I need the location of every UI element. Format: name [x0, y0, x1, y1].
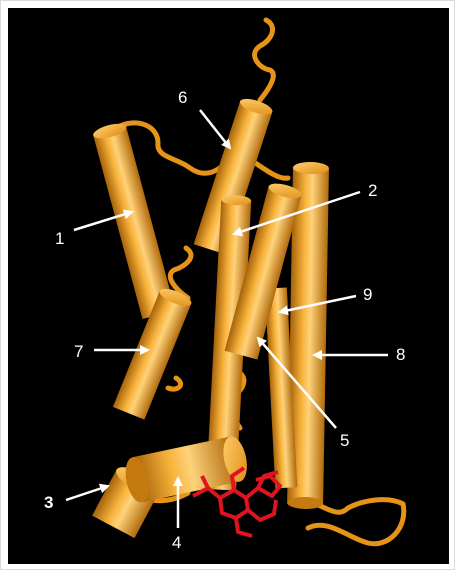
protein-cartoon: 1 6 2 9 8 5 7 3 4 — [8, 8, 449, 564]
label-helix-4: 4 — [172, 533, 181, 552]
label-helix-6: 6 — [178, 88, 187, 107]
label-helix-8: 8 — [396, 345, 405, 364]
label-helix-7: 7 — [74, 342, 83, 361]
label-helix-1: 1 — [55, 229, 64, 248]
protein-structure-image: 1 6 2 9 8 5 7 3 4 — [8, 8, 449, 564]
label-helix-5: 5 — [340, 431, 349, 450]
label-helix-3: 3 — [44, 493, 53, 512]
label-helix-2: 2 — [368, 181, 377, 200]
label-helix-9: 9 — [363, 285, 372, 304]
